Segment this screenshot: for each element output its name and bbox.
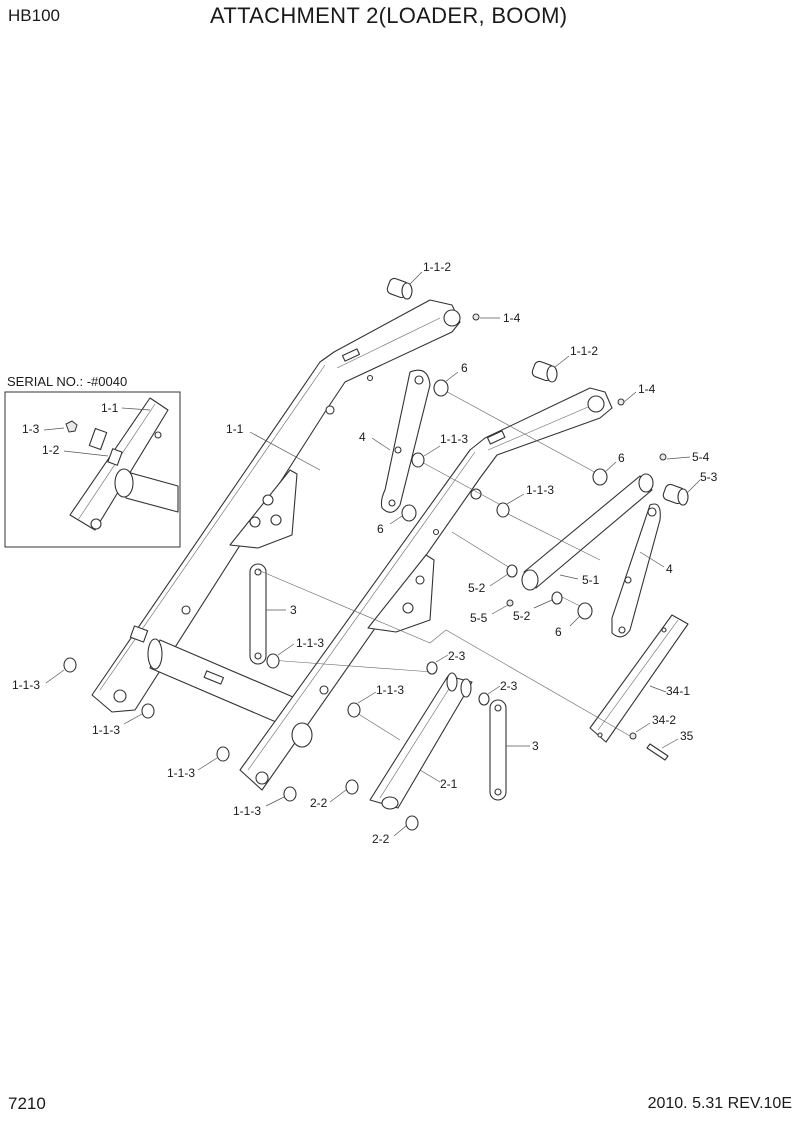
bushing-6b xyxy=(401,504,417,522)
label-5-1: 5-1 xyxy=(582,573,600,587)
pin-35 xyxy=(646,743,669,761)
inset-label-1-1: 1-1 xyxy=(101,401,119,415)
page-number: 7210 xyxy=(8,1094,46,1113)
label-1-4-left: 1-4 xyxy=(503,311,521,325)
label-1-1-3-g: 1-1-3 xyxy=(167,766,195,780)
label-34-1: 34-1 xyxy=(666,684,690,698)
bushing-1-1-2-left xyxy=(386,277,413,300)
label-4-a: 4 xyxy=(359,430,366,444)
label-1-1-3-h: 1-1-3 xyxy=(233,804,261,818)
label-1-1-2-left: 1-1-2 xyxy=(423,260,451,274)
label-5-5: 5-5 xyxy=(470,611,488,625)
label-1-1-3-c: 1-1-3 xyxy=(296,636,324,650)
label-6-d: 6 xyxy=(555,625,562,639)
label-1-1-2-right: 1-1-2 xyxy=(570,344,598,358)
label-3-b: 3 xyxy=(532,739,539,753)
label-1-4-right: 1-4 xyxy=(638,382,656,396)
label-1-1: 1-1 xyxy=(226,422,244,436)
bushing-1-1-2-right xyxy=(531,360,558,383)
label-5-2-a: 5-2 xyxy=(468,581,486,595)
right-boom-arm xyxy=(239,387,613,791)
washer-34-2 xyxy=(629,732,637,740)
link-4-upper xyxy=(380,369,431,513)
bushing-6d xyxy=(577,602,593,620)
label-2-2-b: 2-2 xyxy=(372,832,390,846)
revision-date: 2010. 5.31 REV.10E xyxy=(647,1095,792,1112)
label-5-3: 5-3 xyxy=(700,470,718,484)
label-1-1-3-d: 1-1-3 xyxy=(12,678,40,692)
leader-lines xyxy=(45,271,701,837)
label-5-2-b: 5-2 xyxy=(513,609,531,623)
bushing-6a xyxy=(433,379,449,397)
label-4-b: 4 xyxy=(666,562,673,576)
link-4-lower xyxy=(611,503,661,638)
serial-label: SERIAL NO.: -#0040 xyxy=(7,374,128,389)
label-2-3-a: 2-3 xyxy=(448,649,466,663)
bushings xyxy=(63,277,689,831)
label-34-2: 34-2 xyxy=(652,713,676,727)
label-6-b: 6 xyxy=(377,522,384,536)
link-3-left xyxy=(249,563,267,665)
label-3-a: 3 xyxy=(290,603,297,617)
label-1-1-3-a: 1-1-3 xyxy=(440,432,468,446)
label-1-1-3-b: 1-1-3 xyxy=(526,483,554,497)
label-5-4: 5-4 xyxy=(692,450,710,464)
cylinder-5-1 xyxy=(521,473,654,591)
label-2-3-b: 2-3 xyxy=(500,679,518,693)
link-3-right xyxy=(489,699,507,801)
left-boom-arm xyxy=(91,299,461,713)
cross-tube xyxy=(147,638,301,729)
serial-inset xyxy=(4,391,181,548)
label-2-2-a: 2-2 xyxy=(310,796,328,810)
label-6-c: 6 xyxy=(618,451,625,465)
label-1-1-3-e: 1-1-3 xyxy=(92,723,120,737)
label-6-a: 6 xyxy=(461,361,468,375)
label-35: 35 xyxy=(680,729,694,743)
bracket-34-1 xyxy=(589,614,689,743)
page-title: ATTACHMENT 2(LOADER, BOOM) xyxy=(210,3,568,28)
label-1-1-3-f: 1-1-3 xyxy=(376,683,404,697)
bushing-6c xyxy=(592,468,608,486)
link-2-1 xyxy=(369,672,473,810)
inset-label-1-2: 1-2 xyxy=(42,443,60,457)
model-code: HB100 xyxy=(8,6,60,25)
label-2-1: 2-1 xyxy=(440,777,458,791)
bushing-5-3 xyxy=(662,483,689,506)
inset-label-1-3: 1-3 xyxy=(22,422,40,436)
